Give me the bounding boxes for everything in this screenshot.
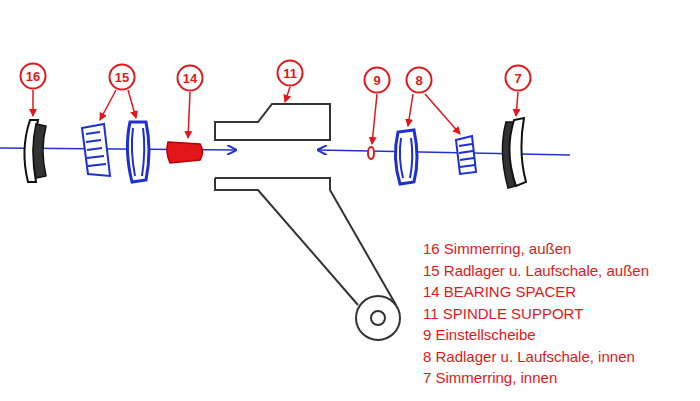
callout-circle: 9 bbox=[363, 66, 391, 94]
callout-circle: 16 bbox=[19, 62, 47, 90]
callout-circle: 14 bbox=[176, 64, 204, 92]
legend-line: 16 Simmerring, außen bbox=[423, 240, 571, 258]
callout-number: 8 bbox=[405, 66, 433, 94]
callout-number: 9 bbox=[363, 66, 391, 94]
callout-number: 7 bbox=[504, 64, 532, 92]
callout-number: 15 bbox=[108, 63, 136, 91]
callout-number: 14 bbox=[176, 64, 204, 92]
callout-number: 16 bbox=[19, 62, 47, 90]
callout-circle: 8 bbox=[405, 66, 433, 94]
callout-number: 11 bbox=[276, 59, 304, 87]
legend-line: 8 Radlager u. Laufschale, innen bbox=[423, 348, 635, 366]
callout-circle: 7 bbox=[504, 64, 532, 92]
legend-line: 11 SPINDLE SUPPORT bbox=[423, 305, 583, 323]
callout-circle: 11 bbox=[276, 59, 304, 87]
legend-line: 7 Simmerring, innen bbox=[423, 369, 557, 387]
callout-circle: 15 bbox=[108, 63, 136, 91]
legend-line: 15 Radlager u. Laufschale, außen bbox=[423, 262, 649, 280]
legend-line: 9 Einstellscheibe bbox=[423, 326, 536, 344]
legend-line: 14 BEARING SPACER bbox=[423, 283, 576, 301]
